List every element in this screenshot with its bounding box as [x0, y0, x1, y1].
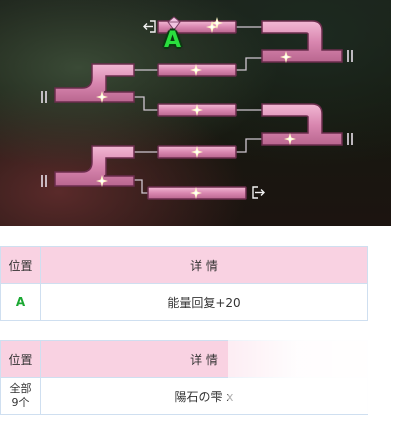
- game-map: A: [0, 0, 391, 226]
- table-row: A 能量回复+20: [0, 283, 368, 321]
- watermark-overlay: [228, 334, 398, 414]
- marker-a-label: A: [164, 28, 182, 53]
- player-crystal-icon: [167, 16, 181, 31]
- cell-position-line1: 全部: [9, 382, 32, 395]
- table-header-row: 位置 详 情: [0, 246, 368, 284]
- track-end-caps: [41, 50, 353, 187]
- cell-position: 全部 9个: [0, 377, 41, 415]
- header-position: 位置: [0, 340, 41, 378]
- header-detail: 详 情: [40, 246, 368, 284]
- detail-table-1: 位置 详 情 A 能量回复+20: [0, 246, 368, 321]
- cell-detail: 能量回复+20: [40, 283, 368, 321]
- track-layout: [41, 16, 353, 200]
- cell-position-line2: 9个: [11, 396, 30, 409]
- exit-door-icon: [252, 186, 265, 199]
- entry-door-icon: [143, 20, 156, 33]
- track-connectors: [134, 26, 262, 194]
- header-position: 位置: [0, 246, 41, 284]
- cell-position: A: [0, 283, 41, 321]
